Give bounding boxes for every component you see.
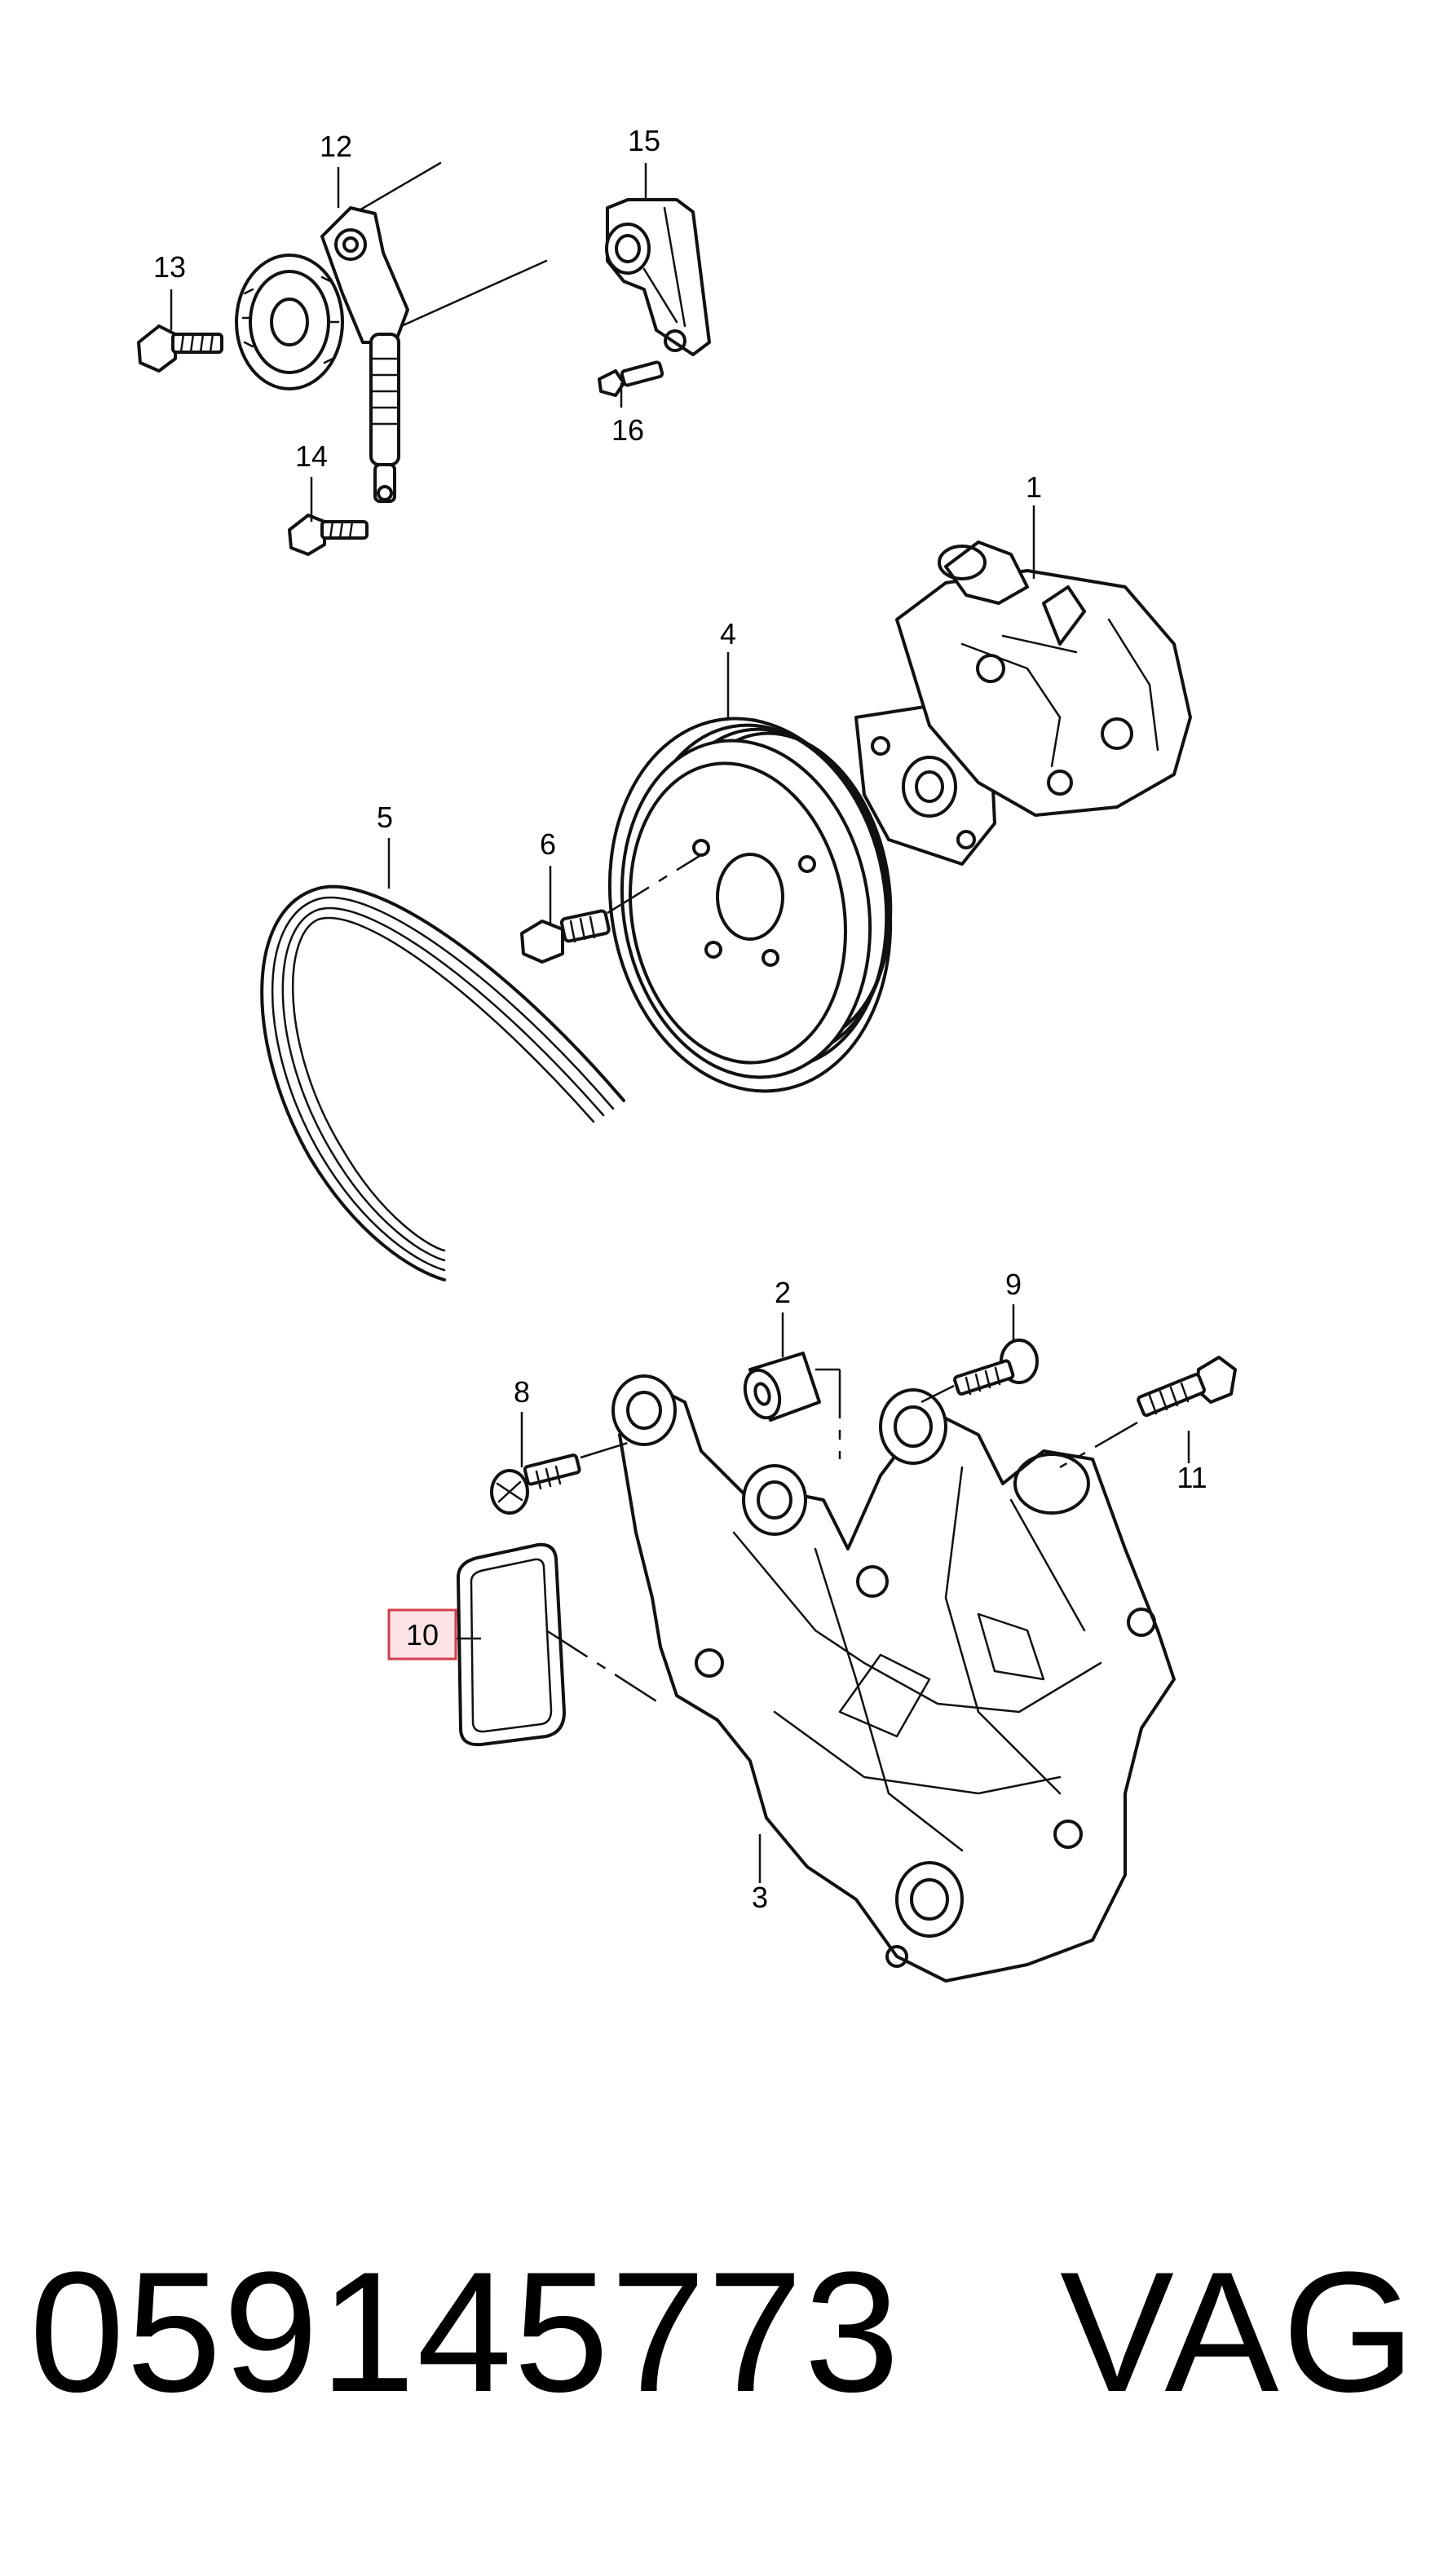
leader-lines [170, 163, 1190, 1883]
callout-5: 5 [377, 801, 393, 834]
callout-14: 14 [295, 439, 328, 473]
bolt-16 [598, 360, 664, 397]
bolt-9 [920, 1339, 1039, 1404]
callout-3: 3 [752, 1881, 768, 1914]
callout-4: 4 [720, 617, 736, 651]
callout-15: 15 [628, 124, 660, 157]
bolt-11 [1059, 1356, 1237, 1469]
pulley-4 [607, 717, 893, 1093]
callout-13: 13 [153, 250, 186, 284]
bolt-6 [520, 854, 700, 964]
brand-label: VAG [1060, 2236, 1419, 2428]
gasket-10 [457, 1542, 661, 1747]
highlight-box-10 [387, 1608, 457, 1661]
bolt-13 [137, 324, 223, 373]
tensioner-assembly [235, 161, 548, 503]
callout-10: 10 [406, 1618, 439, 1652]
callout-16: 16 [611, 413, 644, 447]
footer: 059145773 VAG [0, 2234, 1448, 2478]
callout-8: 8 [514, 1375, 530, 1409]
callout-1: 1 [1026, 470, 1042, 504]
bolt-14 [288, 514, 369, 556]
callout-9: 9 [1005, 1268, 1022, 1301]
callout-12: 12 [320, 130, 352, 163]
bracket-15 [605, 198, 711, 356]
belt-5 [260, 884, 625, 1281]
parts-diagram: 12 13 14 15 16 1 4 5 6 2 9 8 11 10 3 [137, 124, 1237, 1983]
bracket-housing-3 [611, 1374, 1176, 1983]
part-number: 059145773 [29, 2236, 902, 2428]
callout-6: 6 [540, 827, 556, 861]
callout-2: 2 [775, 1276, 791, 1309]
bolt-8 [490, 1441, 629, 1515]
pump-1 [854, 540, 1192, 866]
callout-11: 11 [1176, 1461, 1207, 1494]
sleeve-2 [743, 1352, 821, 1422]
